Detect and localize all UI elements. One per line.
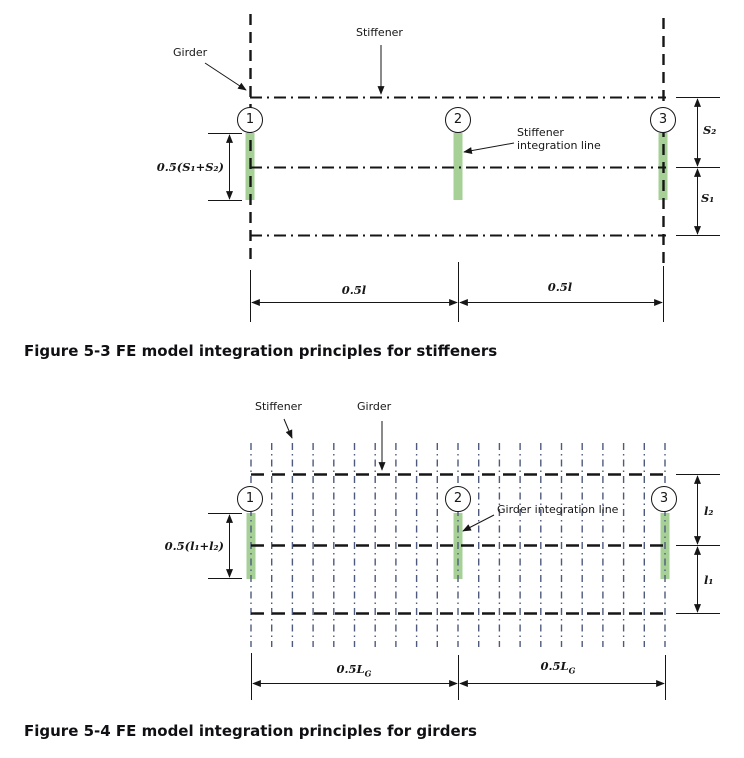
fig53-dim-half-l-left: 0.5l	[341, 283, 367, 297]
fig53-integration-label-line2: integration line	[517, 139, 601, 152]
fig53-integration-label-line1: Stiffener	[517, 126, 564, 139]
fig53-stiffener-label: Stiffener	[356, 26, 403, 39]
fig54-node-2: 2	[445, 486, 471, 512]
fig54-lg-left-main: 0.5L	[336, 662, 365, 676]
fig53-dim-s2: S₂	[703, 123, 717, 137]
fig54-stiffener-grid-lines	[250, 443, 666, 647]
fig53-stiffener-lines	[250, 96, 666, 237]
fig54-girder-lines	[251, 473, 666, 615]
fig54-dim-half-lg-left: 0.5LG	[330, 662, 378, 678]
fig53-node-2: 2	[445, 107, 471, 133]
fig54-lg-right-main: 0.5L	[540, 659, 569, 673]
fig54-node-3: 3	[651, 486, 677, 512]
fig53-dimension-lines	[208, 97, 720, 322]
fig54-girder-integration-line-label: Girder integration line	[497, 503, 619, 516]
fig53-leader-arrows	[204, 45, 515, 155]
fig54-dim-l2: l₂	[704, 504, 714, 518]
fig54-node-1: 1	[237, 486, 263, 512]
fig53-girder-label: Girder	[173, 46, 208, 59]
fig53-caption: Figure 5-3 FE model integration principl…	[24, 342, 498, 360]
fig53-node-3: 3	[650, 107, 676, 133]
fig53-dim-half-s1s2: 0.5(S₁+S₂)	[156, 160, 224, 174]
fig54-dim-l1: l₁	[704, 573, 714, 587]
fig54-leader-arrows	[283, 418, 495, 532]
fig54-lg-right-sub: G	[568, 665, 576, 676]
fig53-dim-s1: S₁	[701, 191, 715, 205]
fig54-dim-half-l1l2: 0.5(l₁+l₂)	[164, 539, 224, 553]
fig53-stiffener-integration-line-label: Stiffener integration line	[517, 126, 601, 152]
fig53-girder-lines	[249, 14, 665, 264]
fig54-caption: Figure 5-4 FE model integration principl…	[24, 722, 477, 740]
fig54-lg-left-sub: G	[364, 668, 372, 679]
fig54-dimension-lines	[208, 474, 720, 700]
fig53-node-1: 1	[237, 107, 263, 133]
fig54-stiffener-label: Stiffener	[255, 400, 302, 413]
fig54-girder-label: Girder	[357, 400, 392, 413]
fig54-dim-half-lg-right: 0.5LG	[534, 659, 582, 675]
fig53-dim-half-l-right: 0.5l	[547, 280, 573, 294]
